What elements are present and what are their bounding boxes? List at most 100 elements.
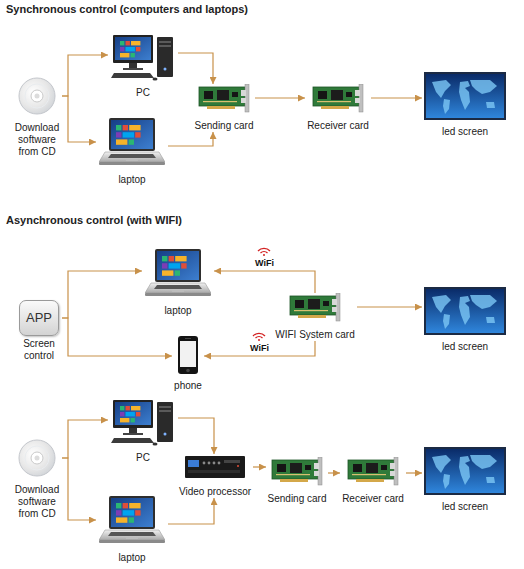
card-illustration-part-part	[348, 460, 394, 479]
laptop-illustration-part-part	[116, 510, 121, 515]
card-illustration-part-part	[217, 90, 229, 100]
pc-illustration-part-part	[115, 402, 151, 425]
screen-illustration-part	[424, 287, 506, 335]
device-caption: laptop	[118, 174, 145, 186]
pc-illustration-part-part	[111, 73, 154, 78]
laptop-illustration-part-part	[126, 159, 138, 161]
card-illustration-part-part	[277, 464, 286, 472]
card-illustration-part-part	[366, 463, 378, 473]
device-node: led screen	[422, 72, 508, 138]
device-node: APPScreen control	[16, 300, 62, 362]
device-caption: Video processor	[179, 486, 251, 498]
card-illustration-part-part	[305, 465, 311, 470]
pc-illustration-part-part	[120, 53, 129, 57]
screen-illustration	[424, 447, 506, 499]
pc-illustration-part	[111, 33, 175, 81]
device-caption: Receiver card	[307, 120, 369, 132]
pc-illustration-part-part	[159, 45, 171, 47]
pc-illustration-part-part	[136, 47, 140, 51]
device-caption: laptop	[164, 305, 191, 317]
card-illustration-part-part	[381, 465, 387, 470]
card-illustration	[311, 84, 365, 118]
cd-illustration-part-part	[19, 78, 55, 114]
card-illustration-part-part	[294, 310, 328, 311]
device-caption: PC	[136, 87, 150, 99]
flow-arrow	[62, 96, 96, 142]
pc-illustration-part-part	[159, 410, 171, 412]
laptop-illustration-part-part	[162, 263, 167, 268]
device-caption: WIFI System card	[275, 329, 354, 341]
laptop-illustration	[99, 494, 165, 550]
wifi-symbol-part-part	[258, 339, 260, 341]
screen-illustration-part-part	[486, 317, 495, 323]
pc-illustration-part-part	[126, 47, 135, 51]
card-illustration-part-part	[332, 299, 337, 305]
flow-arrow	[62, 420, 108, 458]
cd-illustration-part-part	[35, 94, 40, 99]
screen-illustration-part-part	[459, 81, 470, 110]
card-illustration-part-part	[272, 460, 318, 479]
screen-illustration-part-part	[486, 477, 495, 483]
pc-illustration-part-part	[113, 400, 153, 428]
pc-illustration-part-part	[153, 443, 158, 446]
wifi-symbol-part	[251, 331, 267, 341]
laptop-illustration-part	[145, 247, 211, 299]
laptop-illustration-part-part	[135, 132, 140, 137]
screen-illustration-part-part	[426, 449, 504, 493]
pc-illustration-part-part	[123, 433, 143, 435]
screen-illustration-part-part	[459, 296, 470, 325]
laptop-illustration-part-part	[108, 154, 156, 158]
card-illustration-part-part	[352, 474, 386, 475]
vp-illustration-part-part	[188, 460, 199, 467]
laptop-illustration-part-part	[145, 283, 211, 293]
pc-illustration	[111, 33, 175, 85]
laptop-illustration	[99, 116, 165, 172]
device-caption: Receiver card	[342, 493, 404, 505]
flow-arrow	[62, 318, 172, 356]
laptop-illustration-part-part	[123, 125, 128, 130]
device-node: phone	[172, 336, 204, 392]
card-illustration	[288, 293, 342, 327]
card-illustration-part-part	[332, 307, 337, 312]
phone-illustration-part-part	[180, 341, 196, 367]
wifi-symbol-part-part	[261, 252, 268, 253]
edge-label: WiFi	[250, 343, 269, 353]
cd-illustration-part-part	[31, 90, 43, 102]
device-node: PC	[108, 398, 178, 464]
laptop-illustration-part-part	[162, 256, 167, 261]
flow-arrow	[204, 341, 315, 356]
vp-illustration-part-part	[237, 465, 239, 467]
screen-illustration-part	[424, 72, 506, 120]
phone-illustration	[177, 336, 199, 378]
laptop-illustration-part-part	[99, 530, 165, 540]
flow-arrow	[178, 53, 213, 84]
card-illustration-part	[197, 84, 251, 114]
device-node: laptop	[142, 247, 214, 317]
cd-illustration-part-part	[31, 452, 43, 464]
cd-illustration-part	[17, 76, 57, 116]
flow-arrow	[62, 55, 108, 96]
pc-illustration-part-part	[120, 412, 124, 416]
laptop-illustration-part-part	[129, 517, 134, 522]
card-illustration-part	[346, 457, 400, 487]
pc-illustration-part-part	[164, 68, 167, 71]
device-node: led screen	[422, 447, 508, 513]
pc-illustration-part-part	[131, 406, 140, 410]
laptop-illustration-part-part	[123, 132, 134, 137]
card-illustration-part-part	[355, 90, 360, 96]
screen-illustration-part-part	[424, 447, 506, 495]
pc-illustration-part-part	[129, 63, 137, 68]
pc-illustration-part-part	[126, 41, 130, 45]
device-caption: phone	[174, 380, 202, 392]
laptop-illustration-part-part	[116, 132, 121, 137]
wifi-symbol-part-part	[256, 337, 263, 338]
section-heading: Synchronous control (computers and lapto…	[6, 3, 248, 15]
pc-illustration-part-part	[120, 41, 124, 45]
laptop-illustration-part-part	[162, 270, 173, 275]
phone-illustration-part-part	[185, 338, 191, 339]
device-caption: laptop	[118, 552, 145, 564]
vp-illustration-part-part	[185, 456, 245, 478]
pc-illustration-part-part	[120, 47, 124, 51]
card-illustration-part-part	[321, 106, 349, 109]
flow-arrow	[168, 498, 214, 524]
